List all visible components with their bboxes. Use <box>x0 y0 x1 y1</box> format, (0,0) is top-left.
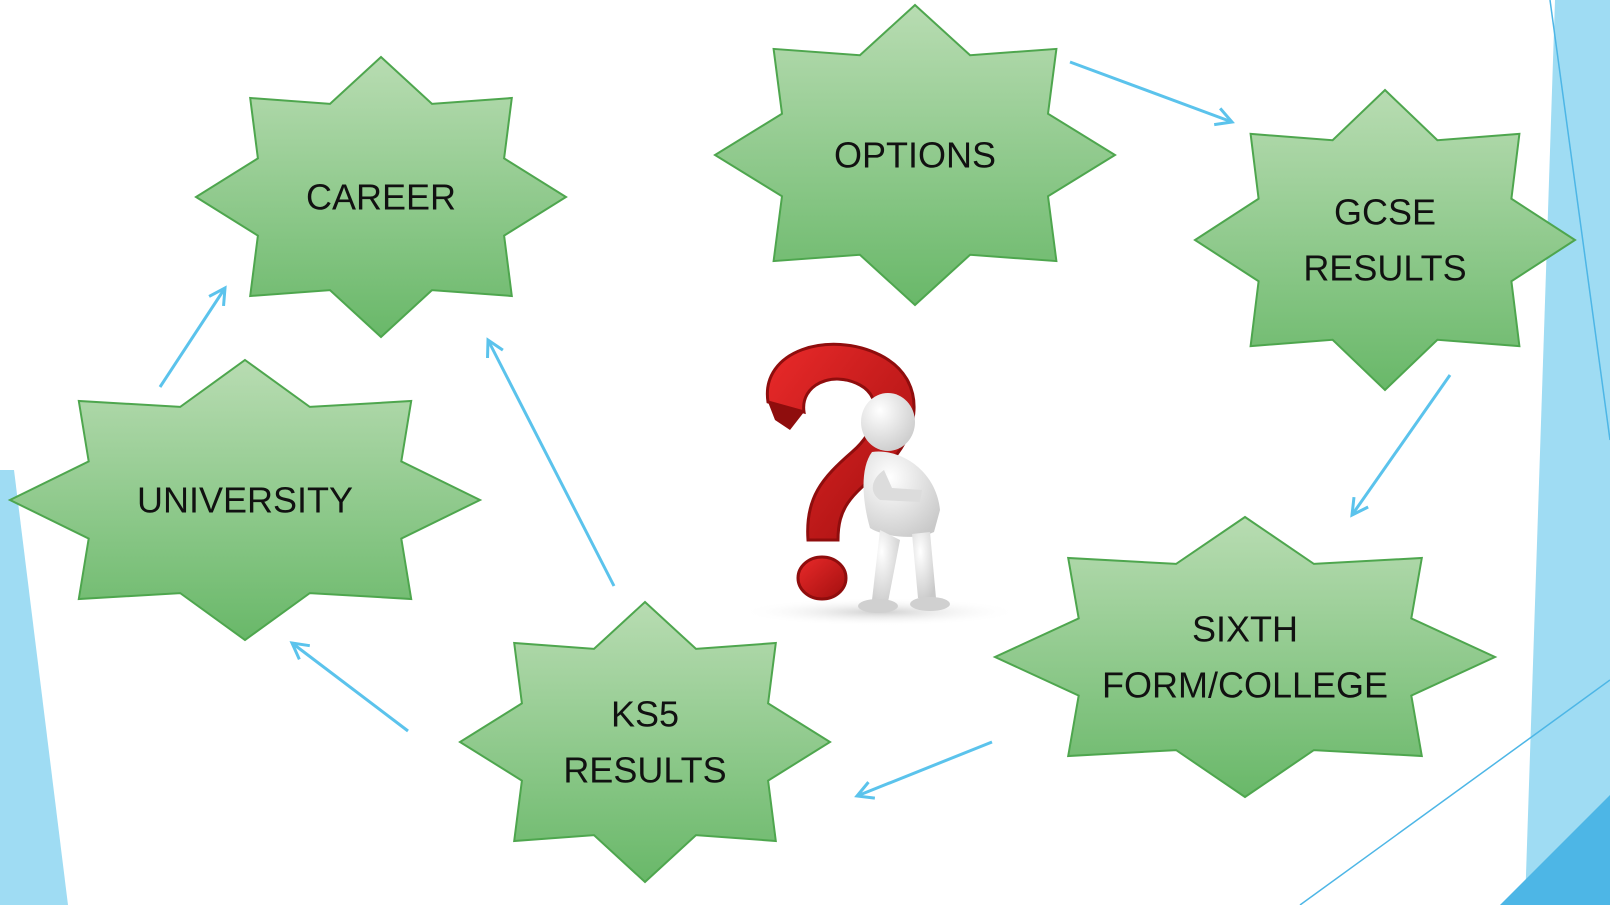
star-shape <box>7 358 483 642</box>
arrow-line <box>1069 60 1233 124</box>
arrow-sixth-form-college-to-ks5-results <box>854 740 993 800</box>
node-label: FORM/COLLEGE <box>1102 665 1388 706</box>
node-label: GCSE <box>1334 192 1436 233</box>
star-shape <box>992 515 1498 799</box>
arrow-line <box>291 641 409 733</box>
arrowhead-icon <box>486 337 504 359</box>
arrowhead-icon <box>289 641 311 661</box>
node-label: OPTIONS <box>834 135 996 176</box>
star-shape <box>458 600 832 884</box>
bottom-accent-line <box>1299 679 1610 905</box>
diagram-nodes: OPTIONSGCSERESULTSSIXTHFORM/COLLEGEKS5RE… <box>7 3 1577 884</box>
node-sixth-form-college: SIXTH FORM/COLLEGE <box>992 515 1498 799</box>
question-mark-dot-icon <box>796 555 848 601</box>
arrow-ks5-results-to-career <box>486 337 616 587</box>
node-label: CAREER <box>306 177 456 218</box>
star-shape <box>1193 88 1577 392</box>
node-career: CAREER <box>194 55 568 339</box>
star-shape <box>713 3 1117 307</box>
arrowhead-icon <box>208 285 227 307</box>
left-accent-bar <box>0 470 68 905</box>
right-accent-line <box>1549 0 1610 441</box>
node-label: RESULTS <box>563 750 726 791</box>
arrow-gcse-results-to-sixth-form-college <box>1350 374 1452 518</box>
node-label: UNIVERSITY <box>137 480 353 521</box>
star-shape <box>194 55 568 339</box>
arrowhead-icon <box>1213 107 1235 127</box>
question-mark-thinking-figure-icon <box>700 335 1022 635</box>
node-label: SIXTH <box>1192 609 1298 650</box>
arrow-line <box>158 287 227 388</box>
right-accent-bar <box>1525 0 1610 905</box>
arrow-line <box>486 339 616 587</box>
node-label: KS5 <box>611 694 679 735</box>
arrow-university-to-career <box>158 285 227 388</box>
node-gcse-results: GCSE RESULTS <box>1193 88 1577 392</box>
arrow-ks5-results-to-university <box>289 641 409 733</box>
arrowhead-icon <box>854 781 876 800</box>
node-label: RESULTS <box>1303 248 1466 289</box>
node-options: OPTIONS <box>713 3 1117 307</box>
arrow-line <box>1350 374 1452 516</box>
thinking-figure-icon <box>858 393 950 613</box>
arrow-line <box>856 740 993 798</box>
arrow-options-to-gcse-results <box>1069 60 1235 127</box>
node-university: UNIVERSITY <box>7 358 483 642</box>
diagram-edges <box>158 60 1452 800</box>
arrowhead-icon <box>1350 496 1369 518</box>
question-mark-icon <box>765 342 916 542</box>
right-accent-corner <box>1500 795 1610 905</box>
